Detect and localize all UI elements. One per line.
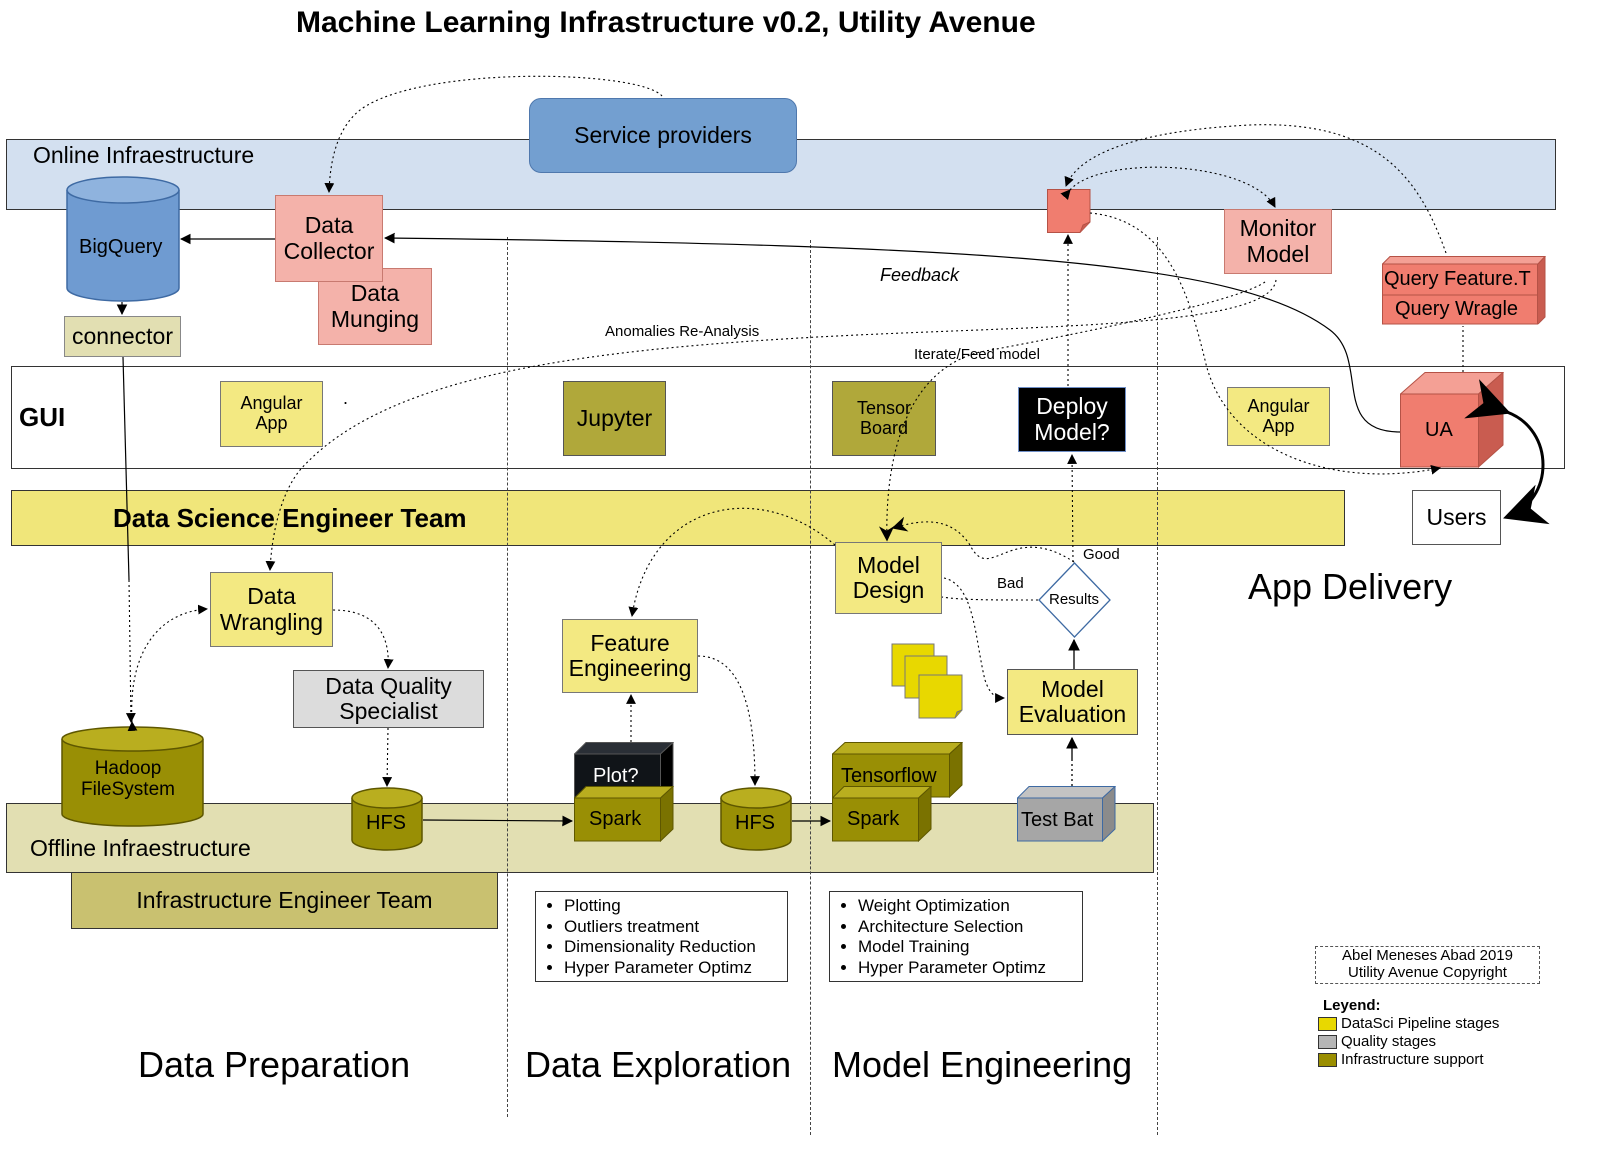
legend-swatch-quality	[1318, 1035, 1337, 1049]
list-item: Outliers treatment	[564, 917, 781, 938]
divider-preparation-exploration	[507, 237, 508, 1117]
section-data-exploration: Data Exploration	[525, 1044, 792, 1085]
edge-feature-to-hfs2	[697, 655, 760, 786]
diagram-title: Machine Learning Infrastructure v0.2, Ut…	[296, 6, 1036, 39]
edge-label-feedback: Feedback	[880, 265, 960, 285]
hfs-1-label: HFS	[366, 812, 406, 834]
offline-band-label: Offline Infraestructure	[30, 835, 251, 861]
plot-label: Plot?	[593, 765, 639, 787]
results-label: Results	[1049, 591, 1100, 608]
list-item: Model Training	[858, 937, 1076, 958]
edge-results-bad-to-design	[941, 596, 1039, 601]
list-item: Hyper Parameter Optimz	[858, 958, 1076, 979]
divider-engineering-delivery	[1157, 237, 1158, 1135]
hfs-1-node[interactable]: HFS	[351, 787, 423, 852]
hfs-2-cylinder-shape	[720, 787, 792, 851]
legend-label-pipeline: DataSci Pipeline stages	[1341, 1015, 1500, 1032]
hfs-2-node[interactable]: HFS	[720, 787, 792, 852]
jupyter-node[interactable]: Jupyter	[563, 381, 666, 456]
section-app-delivery: App Delivery	[1248, 566, 1453, 607]
deployed-model-note-icon[interactable]	[1047, 189, 1091, 233]
spark-1-node[interactable]: Spark	[573, 785, 675, 843]
users-node[interactable]: Users	[1412, 490, 1501, 545]
ua-node[interactable]: UA	[1399, 371, 1505, 469]
edge-label-iterate: Iterate/Feed model	[914, 346, 1040, 363]
data-science-team-label: Data Science Engineer Team	[113, 503, 467, 533]
legend-swatch-pipeline	[1318, 1017, 1337, 1031]
results-diamond-shape	[1038, 562, 1111, 638]
connector-node[interactable]: connector	[64, 316, 181, 357]
bigquery-label: BigQuery	[79, 236, 163, 258]
edge-connector-hadoop-dotted	[125, 579, 136, 723]
edge-label-bad: Bad	[997, 575, 1024, 592]
infrastructure-team-label: Infrastructure Engineer Team	[136, 887, 433, 913]
spark-2-cube-shape	[831, 785, 933, 843]
test-bat-node[interactable]: Test Bat	[1016, 785, 1117, 843]
edge-wrangling-to-quality	[332, 609, 394, 669]
legend: Leyend: DataSci Pipeline stages Quality …	[1317, 996, 1547, 1076]
test-bat-cube-shape	[1016, 785, 1117, 843]
spark-1-cube-shape	[573, 785, 675, 843]
spark-1-label: Spark	[589, 808, 642, 830]
divider-exploration-engineering	[810, 240, 811, 1135]
legend-label-quality: Quality stages	[1341, 1033, 1437, 1050]
spark-2-node[interactable]: Spark	[831, 785, 933, 843]
query-stack-node[interactable]: Query Feature.T Query Wragle	[1381, 255, 1547, 326]
section-data-preparation: Data Preparation	[138, 1044, 411, 1085]
legend-label-infrastructure: Infrastructure support	[1341, 1051, 1484, 1068]
legend-swatch-infrastructure	[1318, 1053, 1337, 1067]
ua-label: UA	[1425, 419, 1453, 441]
section-model-engineering: Model Engineering	[832, 1044, 1133, 1085]
stray-dot: .	[343, 388, 349, 408]
infrastructure-team-box: Infrastructure Engineer Team	[71, 872, 498, 929]
edge-quality-to-hfs1	[382, 727, 393, 787]
query-feature-label: Query Feature.T	[1384, 268, 1531, 290]
query-wrangle-label: Query Wragle	[1395, 298, 1519, 320]
bigquery-node[interactable]: BigQuery	[66, 176, 180, 302]
list-item: Dimensionality Reduction	[564, 937, 781, 958]
edge-label-good: Good	[1083, 546, 1120, 563]
list-item: Plotting	[564, 896, 781, 917]
engineering-task-list: Weight Optimization Architecture Selecti…	[829, 891, 1083, 982]
hfs-1-cylinder-shape	[351, 787, 423, 851]
service-providers-node[interactable]: Service providers	[529, 98, 797, 173]
list-item: Weight Optimization	[858, 896, 1076, 917]
list-item: Architecture Selection	[858, 917, 1076, 938]
stacked-documents-icon	[891, 643, 963, 719]
hfs-2-label: HFS	[735, 812, 775, 834]
hadoop-cylinder-shape	[61, 726, 204, 827]
spark-2-label: Spark	[847, 808, 900, 830]
results-decision-node[interactable]: Results	[1038, 562, 1111, 638]
tensorflow-label: Tensorflow	[841, 765, 937, 787]
edge-label-anomalies: Anomalies Re-Analysis	[605, 323, 760, 340]
service-providers-label: Service providers	[574, 122, 752, 148]
online-band-label: Online Infraestructure	[33, 142, 255, 168]
legend-title: Leyend:	[1323, 997, 1381, 1014]
bigquery-cylinder-shape	[66, 176, 180, 302]
test-bat-label: Test Bat	[1021, 809, 1094, 831]
gui-band-label: GUI	[19, 402, 66, 432]
edge-hadoop-wrangling	[127, 604, 208, 732]
list-item: Hyper Parameter Optimz	[564, 958, 781, 979]
exploration-task-list: Plotting Outliers treatment Dimensionali…	[535, 891, 788, 982]
